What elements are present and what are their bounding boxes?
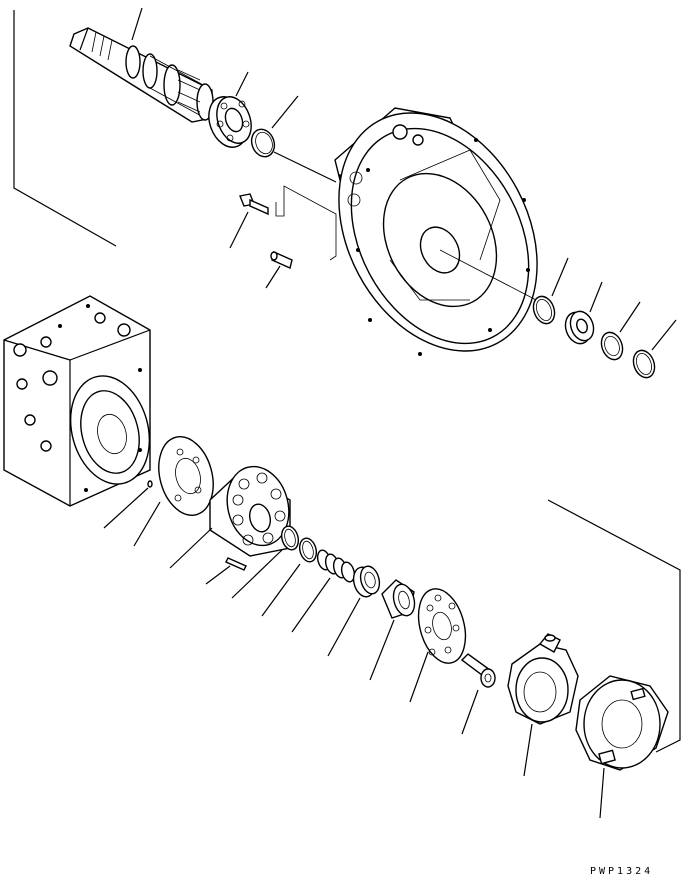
dowel-pin (270, 251, 293, 269)
cylinder-block (209, 465, 291, 557)
leader-line (291, 577, 331, 633)
retainer-plate (417, 588, 467, 664)
leader-line (229, 211, 249, 249)
mount-line (275, 185, 337, 261)
locating-pin (147, 480, 153, 488)
bearing-spacer-ring (250, 128, 276, 158)
swash-plate (507, 633, 579, 725)
retainer-ring (280, 525, 300, 551)
leader-line (231, 549, 283, 599)
leader-line (273, 151, 337, 183)
leader-line (461, 689, 479, 735)
splined-input-shaft (69, 27, 214, 123)
center-spring (316, 549, 356, 583)
pump-housing (334, 107, 538, 356)
leader-line (327, 597, 361, 657)
spherical-bushing (352, 565, 381, 598)
reference-code: PWP1324 (590, 866, 654, 877)
snap-ring-large (532, 295, 556, 325)
shim-ring (600, 331, 624, 361)
leader-line (261, 563, 301, 617)
leader-line (131, 7, 143, 41)
spring-seat (298, 537, 318, 563)
leader-line (651, 319, 677, 351)
leader-line (619, 301, 641, 333)
leader-line (589, 281, 603, 313)
end-cover-block (3, 295, 151, 507)
leader-line (133, 501, 161, 547)
leader-line (205, 565, 231, 585)
leader-line (523, 723, 533, 777)
housing-bolt (239, 193, 269, 216)
leader-line (551, 257, 569, 297)
servo-piston (460, 653, 496, 688)
group-bracket-upper (13, 10, 117, 247)
valve-plate (158, 436, 214, 516)
leader-line (271, 95, 299, 129)
axis-line (439, 249, 541, 303)
shaft-bearing (208, 96, 252, 148)
cylinder-pin (225, 557, 247, 571)
group-bracket-lower (547, 499, 681, 753)
retaining-ring (632, 349, 656, 379)
leader-line (235, 71, 249, 97)
retainer-guide (381, 579, 416, 619)
rocker-cam (575, 675, 669, 771)
leader-line (409, 651, 429, 703)
leader-line (103, 487, 149, 529)
rear-bearing (564, 310, 595, 345)
leader-line (265, 265, 281, 289)
leader-line (169, 527, 213, 569)
leader-line (369, 619, 395, 681)
leader-line (599, 767, 605, 819)
